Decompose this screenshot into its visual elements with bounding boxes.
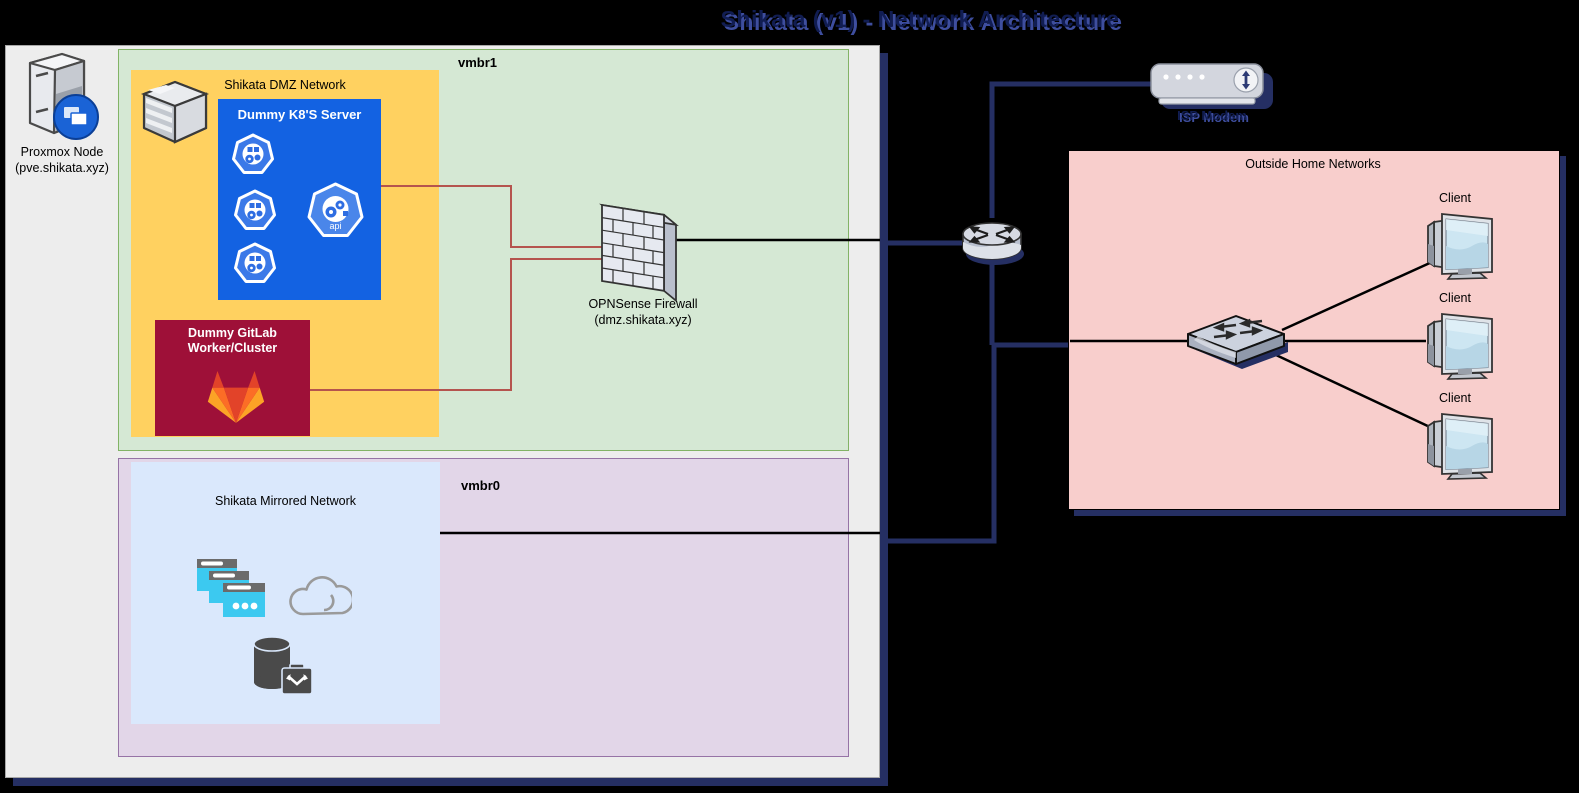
link-vmbr0-outside [883,342,1068,544]
firewall-icon [598,203,684,303]
isp-modem-label: ISP Modem [1177,108,1247,123]
client-label: Client [1439,191,1471,205]
cloud-icon [286,566,352,622]
client-label: Client [1439,291,1471,305]
app-windows-icon [197,559,281,621]
outside-home-networks-label: Outside Home Networks [1245,157,1381,171]
dmz-rack-server-icon [136,76,214,150]
proxmox-server-icon [16,49,100,143]
k8s-api-text: api [329,221,341,231]
client-label: Client [1439,391,1471,405]
gitlab-worker-label: Dummy GitLab Worker/Cluster [187,326,278,355]
dmz-network-label: Shikata DMZ Network [224,78,346,92]
mirrored-network-label: Shikata Mirrored Network [214,494,356,508]
client-monitor-icon [1420,306,1498,384]
k8s-pod-icon [232,242,278,288]
k8s-server-label: Dummy K8'S Server [237,107,362,122]
gitlab-logo-icon [204,366,268,426]
isp-modem-icon [1150,63,1274,111]
vmbr0-label: vmbr0 [461,478,501,493]
switch-icon [1184,312,1292,370]
page-title: Shikata (v1) - Network Architecture [720,6,1120,32]
client-monitor-icon [1420,206,1498,284]
proxmox-node-label: Proxmox Node (pve.shikata.xyz) [15,145,109,175]
k8s-pod-icon [230,133,276,179]
database-version-icon [248,634,314,698]
client-monitor-icon [1420,406,1498,484]
vmbr1-label: vmbr1 [458,55,498,70]
k8s-api-icon: api [304,181,367,244]
firewall-label: OPNSense Firewall (dmz.shikata.xyz) [588,297,698,327]
k8s-pod-icon [232,189,278,235]
router-icon [958,212,1028,270]
